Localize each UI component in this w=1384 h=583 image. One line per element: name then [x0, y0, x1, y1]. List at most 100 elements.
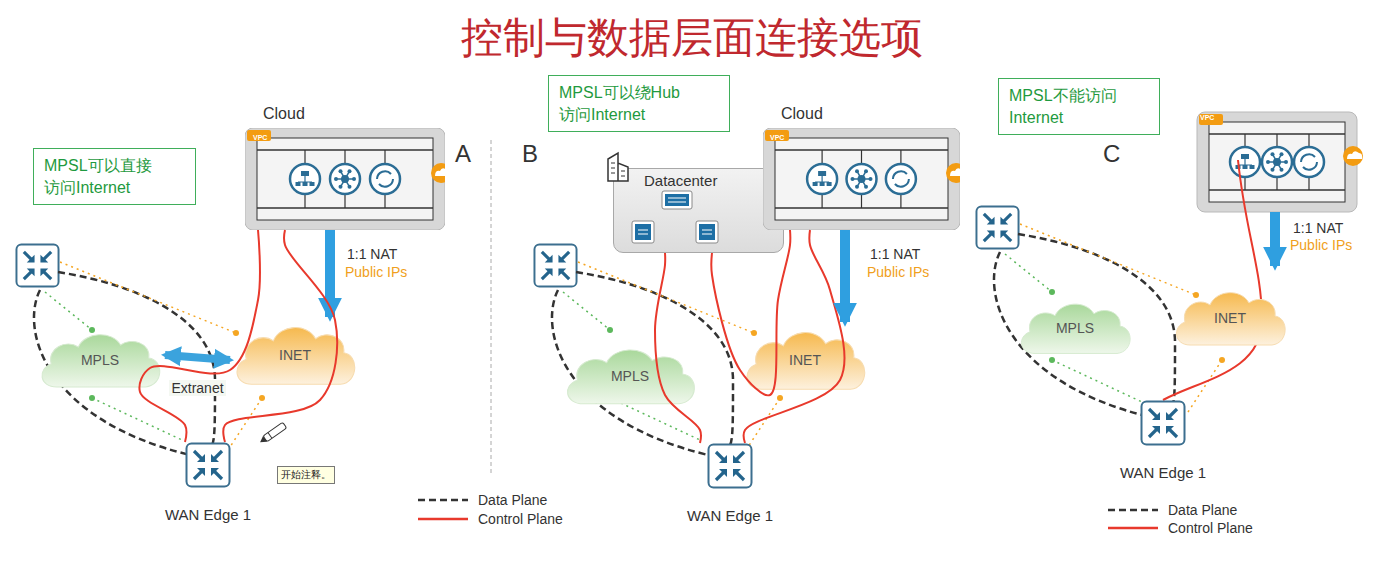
decoration [855, 185, 859, 189]
network-name: INET [1214, 310, 1246, 326]
control-plane-link [223, 230, 337, 442]
node-label: WAN Edge 1 [147, 506, 269, 523]
service-icon [290, 164, 320, 194]
cloud-box: Cloud [763, 103, 960, 230]
vpc-badge [1199, 114, 1223, 125]
cloud-label-wrap: MPLS [560, 340, 700, 412]
decoration [635, 224, 651, 240]
switch-icon [632, 221, 654, 243]
control-plane-link [655, 253, 701, 443]
callout-note: MPSL可以直接 访问Internet [33, 148, 196, 205]
decoration [352, 177, 356, 181]
legend-item: Data Plane [1108, 502, 1237, 518]
cloud-panel-frame [245, 128, 445, 230]
decoration [1280, 152, 1284, 156]
service-icon [1294, 147, 1324, 177]
callout-note: MPSL不能访问 Internet [998, 78, 1160, 135]
data-plane-b [534, 244, 783, 455]
cloud-badge-glyph [950, 168, 960, 176]
decoration [864, 185, 868, 189]
service-glyph [893, 171, 909, 186]
service-icon [330, 164, 360, 194]
decoration [851, 177, 855, 181]
tooltip: 开始注释。 [277, 466, 335, 484]
edge-label: Extranet [169, 380, 225, 396]
cloud-label-wrap: INET [230, 317, 360, 393]
decoration [696, 221, 718, 243]
service-icon [807, 164, 837, 194]
decoration [709, 445, 752, 488]
service-glyph [296, 171, 315, 186]
decoration [268, 433, 272, 439]
mpls-cloud: MPLS [1015, 295, 1135, 361]
legend-item: Control Plane [1108, 520, 1253, 536]
decoration [263, 422, 287, 441]
legend-text: Control Plane [478, 511, 563, 527]
network-name: INET [789, 352, 821, 368]
decoration [895, 179, 909, 187]
decoration [1243, 165, 1248, 169]
decoration [348, 185, 352, 189]
switch-icon [696, 221, 718, 243]
decoration [611, 163, 625, 176]
nat-arrow [325, 230, 335, 317]
decoration [1108, 509, 1158, 512]
decoration [301, 171, 309, 176]
legend-sample [1108, 505, 1162, 515]
decoration [1142, 402, 1185, 445]
router-icon [1140, 400, 1186, 446]
service-glyph [1301, 154, 1317, 169]
vpc-badge [247, 130, 271, 141]
cloud-outline [1176, 293, 1285, 345]
cloud-badge [1343, 146, 1363, 166]
vpc-tag: VPC [253, 134, 267, 141]
cloud-panel [245, 128, 445, 230]
decoration [815, 176, 829, 182]
mpls-cloud: MPLS [560, 340, 700, 412]
legend-item: Data Plane [418, 492, 547, 508]
node-label: Cloud [245, 103, 445, 125]
decoration [818, 171, 826, 176]
decoration [1266, 160, 1270, 164]
cloud-outline [568, 350, 695, 404]
decoration [1238, 159, 1252, 165]
cloud-box: Cloud [245, 103, 445, 230]
decoration [379, 179, 393, 187]
decoration [893, 171, 907, 179]
decoration [820, 182, 825, 186]
wan-edge-router: WAN Edge 1 [147, 442, 269, 523]
node-label: Datacenter [614, 169, 783, 189]
service-icon [886, 164, 916, 194]
decoration [662, 191, 692, 209]
decoration [1284, 160, 1288, 164]
decoration [1271, 152, 1275, 156]
note-text: MPSL不能访问 Internet [1009, 85, 1149, 128]
decoration [1271, 168, 1275, 172]
decoration [296, 182, 301, 186]
legend-sample [418, 514, 472, 524]
inet-cloud: INET [1170, 283, 1290, 353]
decoration [339, 169, 343, 173]
service-glyph [1266, 152, 1288, 172]
decoration [334, 177, 338, 181]
router-icon [185, 442, 231, 488]
control-plane-link [711, 230, 790, 395]
public-ip-label: Public IPs [867, 264, 929, 280]
cloud-panel [763, 128, 960, 230]
legend-text: Data Plane [1168, 502, 1237, 518]
decoration [864, 169, 868, 173]
building-icon [608, 153, 628, 181]
control-plane-link [744, 230, 845, 443]
service-glyph [377, 171, 393, 186]
decoration [702, 230, 712, 234]
decoration [245, 128, 445, 230]
decoration [813, 182, 818, 186]
cloud-panel [1197, 112, 1363, 212]
panel-letter: C [1103, 140, 1120, 168]
cloud-label-wrap: INET [1170, 283, 1290, 353]
legend-sample [1108, 523, 1162, 533]
service-glyph [851, 169, 873, 189]
